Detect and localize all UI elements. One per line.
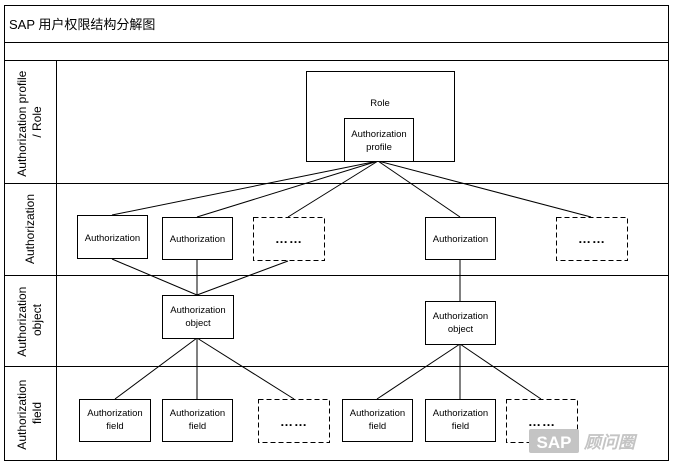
profile-node: Authorization profile [344, 118, 414, 162]
authorization-field-node-4-line2: field [452, 421, 469, 432]
authorization-more-node-2-label: …… [578, 231, 606, 246]
lane-label-object: Authorization object [15, 283, 44, 356]
edge-profile-auth3 [377, 160, 461, 218]
authorization-field-node-3-line1: Authorization [350, 408, 405, 419]
edge-object2-field3 [376, 343, 461, 400]
authorization-node-3-label: Authorization [433, 234, 488, 245]
authorization-field-more-node-2-label: …… [528, 414, 556, 429]
authorization-field-node-2: Authorization field [162, 399, 233, 442]
authorization-node-2-label: Authorization [170, 234, 225, 245]
authorization-field-more-node-1-label: …… [280, 414, 308, 429]
authorization-object-node-1-line1: Authorization [170, 305, 225, 316]
authorization-field-node-1-line1: Authorization [87, 408, 142, 419]
edge-auth-more1-object1 [196, 260, 289, 296]
lane-label-authorization: Authorization [23, 194, 37, 264]
authorization-more-node-2: …… [556, 217, 628, 261]
authorization-field-node-2-line1: Authorization [170, 408, 225, 419]
authorization-field-more-node-1: …… [258, 399, 330, 443]
authorization-node-1-label: Authorization [85, 233, 140, 244]
diagram-frame [4, 5, 669, 461]
authorization-object-node-2-line2: object [448, 324, 474, 335]
watermark: SAP 顾问圈 [529, 429, 638, 453]
authorization-field-node-3-line2: field [369, 421, 386, 432]
lane-label-field: Authorization field [15, 376, 44, 449]
edge-object1-field1 [114, 337, 198, 400]
watermark-suffix: 顾问圈 [583, 433, 638, 452]
edge-auth1-object1 [111, 258, 198, 296]
edge-object2-field-more2 [459, 343, 542, 400]
authorization-more-node-1: …… [253, 217, 325, 261]
edge-profile-auth-more2 [377, 160, 592, 218]
authorization-field-node-1: Authorization field [79, 399, 151, 442]
authorization-field-node-4-line1: Authorization [433, 408, 488, 419]
authorization-object-node-1: Authorization object [162, 295, 234, 339]
lane-label-profile: Authorization profile / Role [15, 67, 44, 176]
edge-profile-auth1 [111, 160, 379, 216]
authorization-field-node-2-line2: field [189, 421, 206, 432]
authorization-object-node-2: Authorization object [425, 301, 496, 345]
authorization-field-node-1-line2: field [106, 421, 123, 432]
authorization-field-node-3: Authorization field [342, 399, 413, 442]
authorization-field-node-4: Authorization field [425, 399, 496, 442]
profile-label-line2: profile [366, 142, 392, 153]
role-label: Role [370, 98, 390, 109]
edge-profile-auth-more1 [287, 160, 379, 218]
authorization-node-3: Authorization [425, 217, 496, 260]
authorization-more-node-1-label: …… [275, 231, 303, 246]
authorization-object-node-1-line2: object [185, 318, 211, 329]
edge-profile-auth2 [196, 160, 379, 218]
authorization-node-2: Authorization [162, 217, 233, 260]
watermark-badge [529, 429, 579, 453]
authorization-node-1: Authorization [77, 215, 148, 259]
watermark-brand: SAP [537, 433, 572, 452]
edge-object1-field-more1 [196, 337, 295, 400]
diagram-title: SAP 用户权限结构分解图 [9, 17, 155, 32]
profile-label-line1: Authorization [351, 129, 406, 140]
authorization-object-node-2-line1: Authorization [433, 311, 488, 322]
